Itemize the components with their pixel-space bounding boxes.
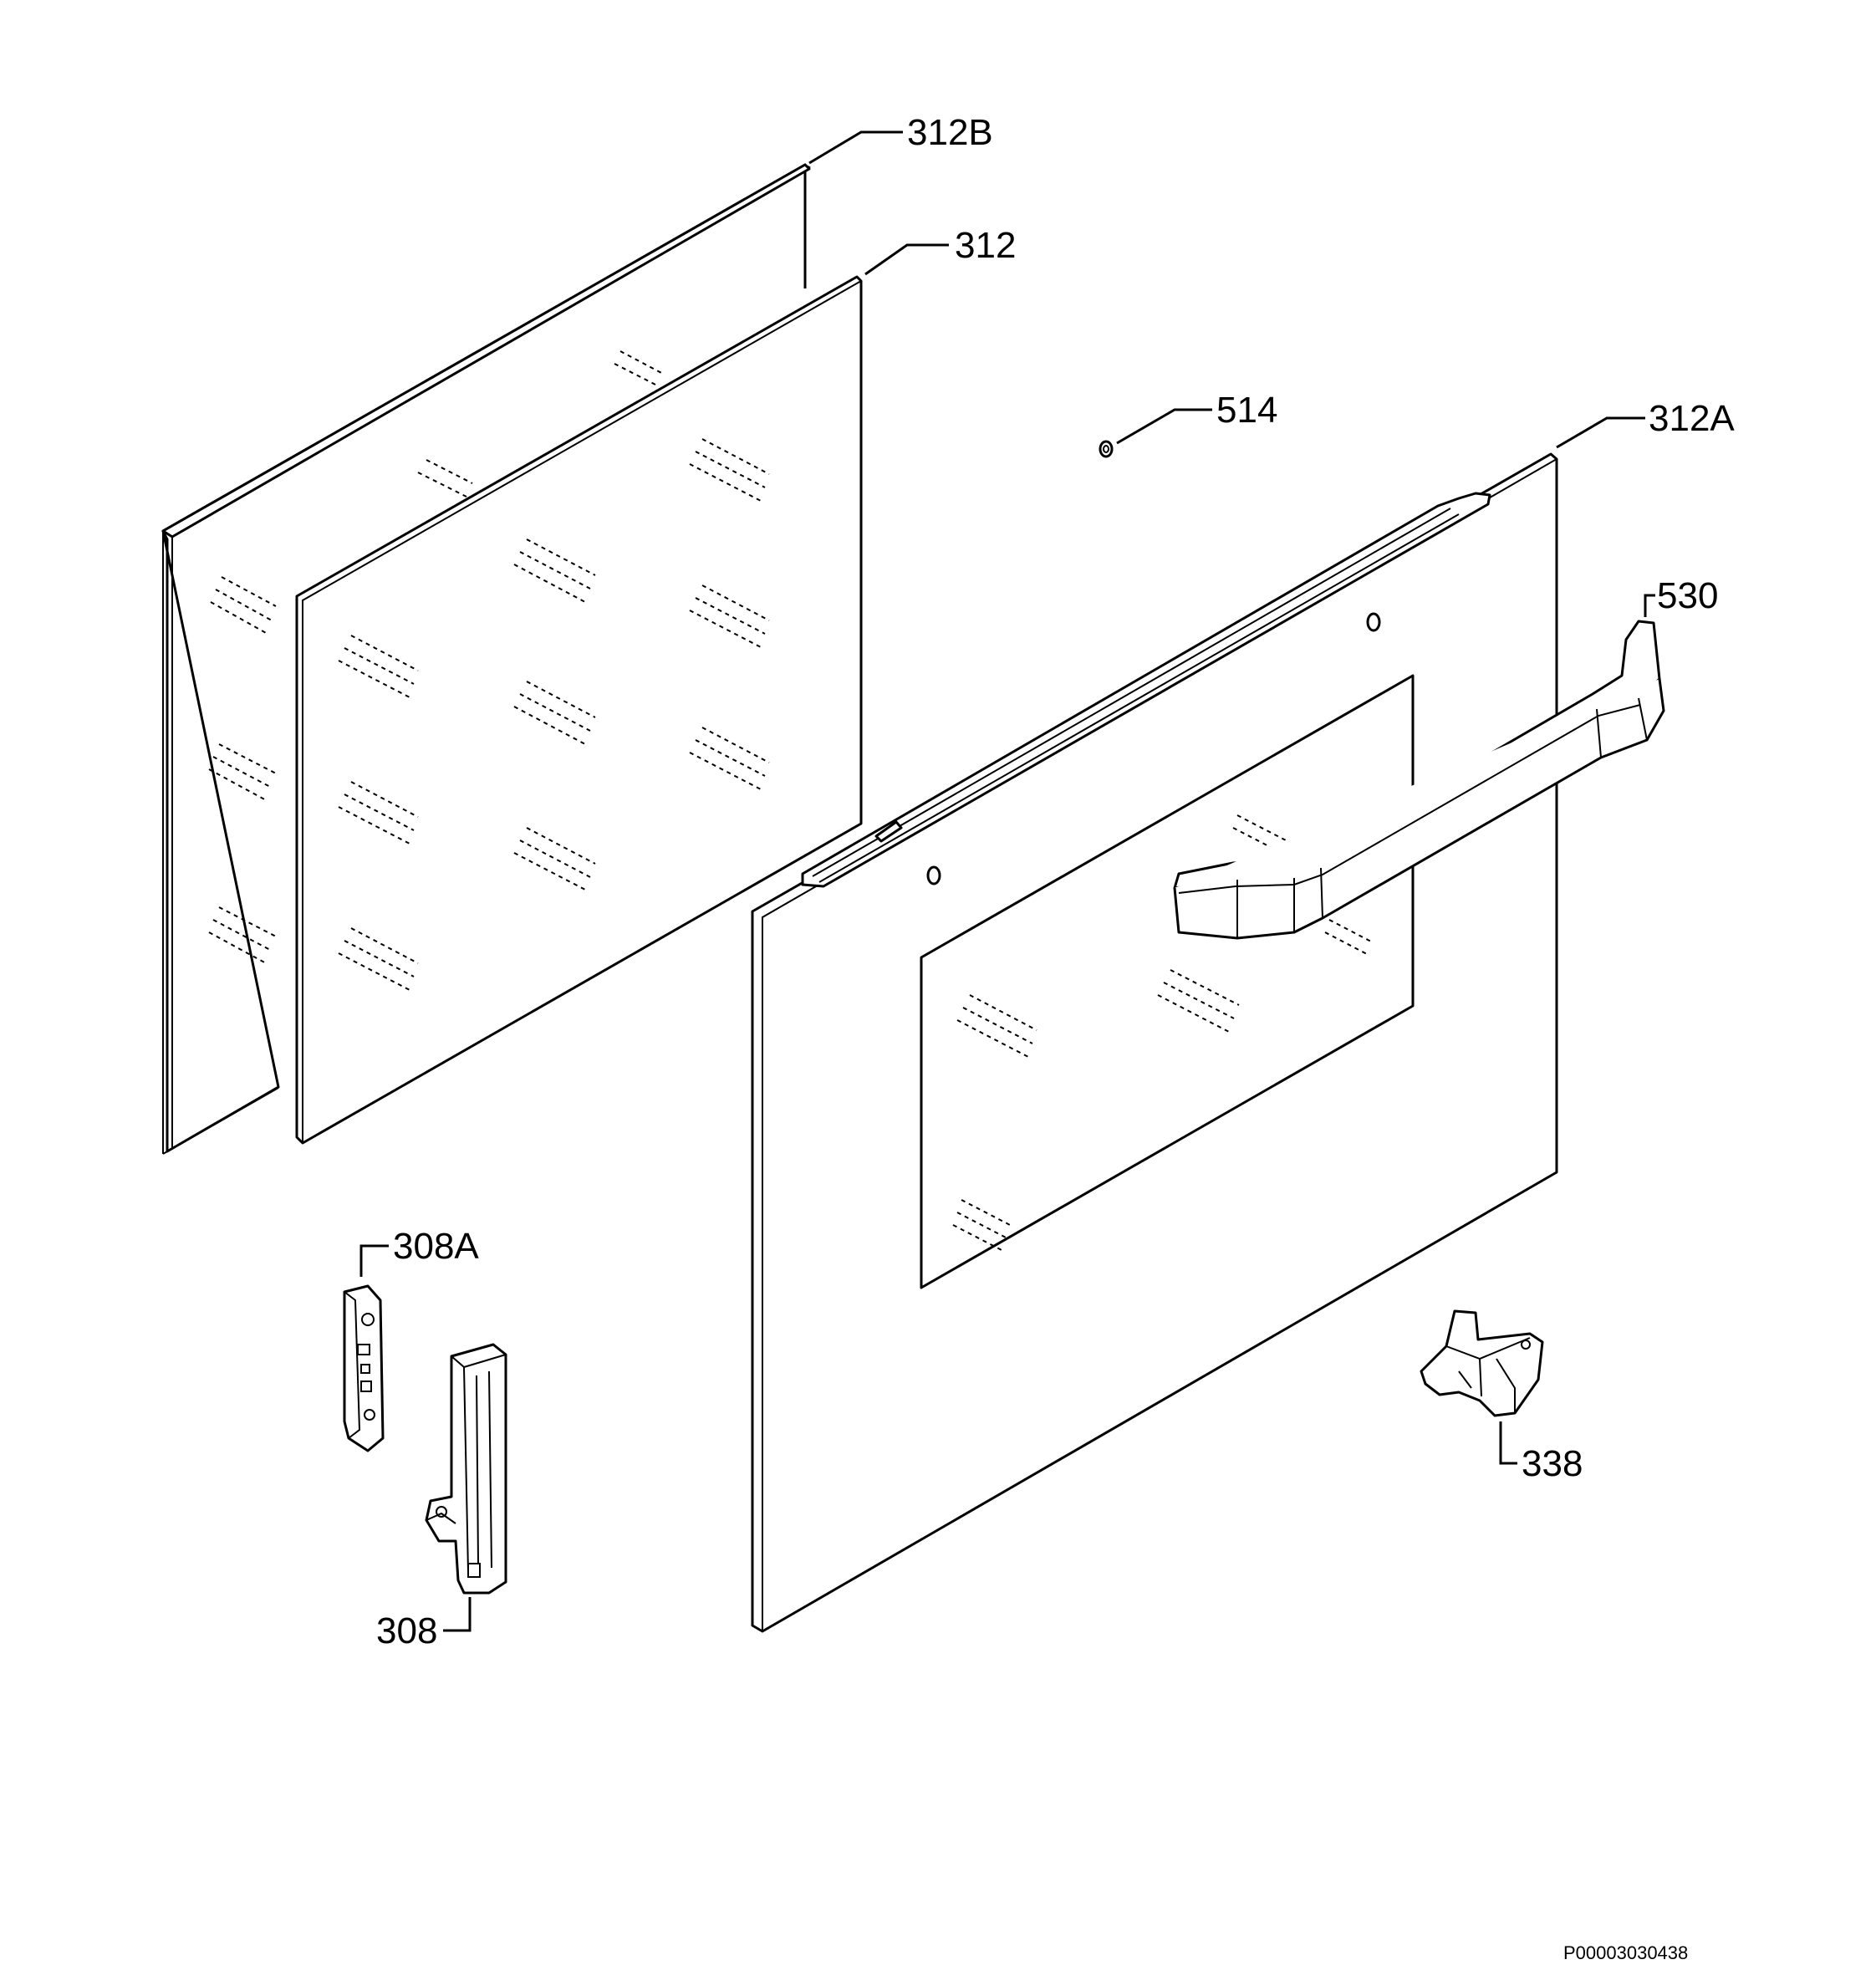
leader-lines xyxy=(359,130,1655,1632)
callout-308A: 308A xyxy=(393,1226,479,1267)
callout-530: 530 xyxy=(1657,575,1718,616)
screw-hole xyxy=(926,865,941,885)
document-number: P00003030438 xyxy=(1563,1942,1688,1963)
callout-338: 338 xyxy=(1522,1443,1583,1484)
callout-312: 312 xyxy=(955,225,1016,266)
clip-338[interactable] xyxy=(1420,1309,1544,1417)
callout-308: 308 xyxy=(376,1610,437,1651)
glass-panel-312B[interactable] xyxy=(161,163,811,1155)
callout-514: 514 xyxy=(1216,390,1277,431)
window-hatch-312A xyxy=(952,814,1372,1252)
callout-312B: 312B xyxy=(907,112,993,153)
glass-hatch-312B xyxy=(208,350,665,965)
hinge-bracket-308A[interactable] xyxy=(343,1284,385,1452)
glass-hatch-312 xyxy=(338,438,770,991)
door-handle-530[interactable] xyxy=(1173,620,1665,940)
glass-panel-312[interactable] xyxy=(295,275,863,1145)
spacer-514[interactable] xyxy=(1099,440,1114,458)
hinge-308[interactable] xyxy=(425,1343,507,1595)
callout-312A: 312A xyxy=(1649,398,1735,439)
screw-hole xyxy=(1366,612,1381,632)
outer-door-panel-312A[interactable] xyxy=(751,452,1558,1633)
